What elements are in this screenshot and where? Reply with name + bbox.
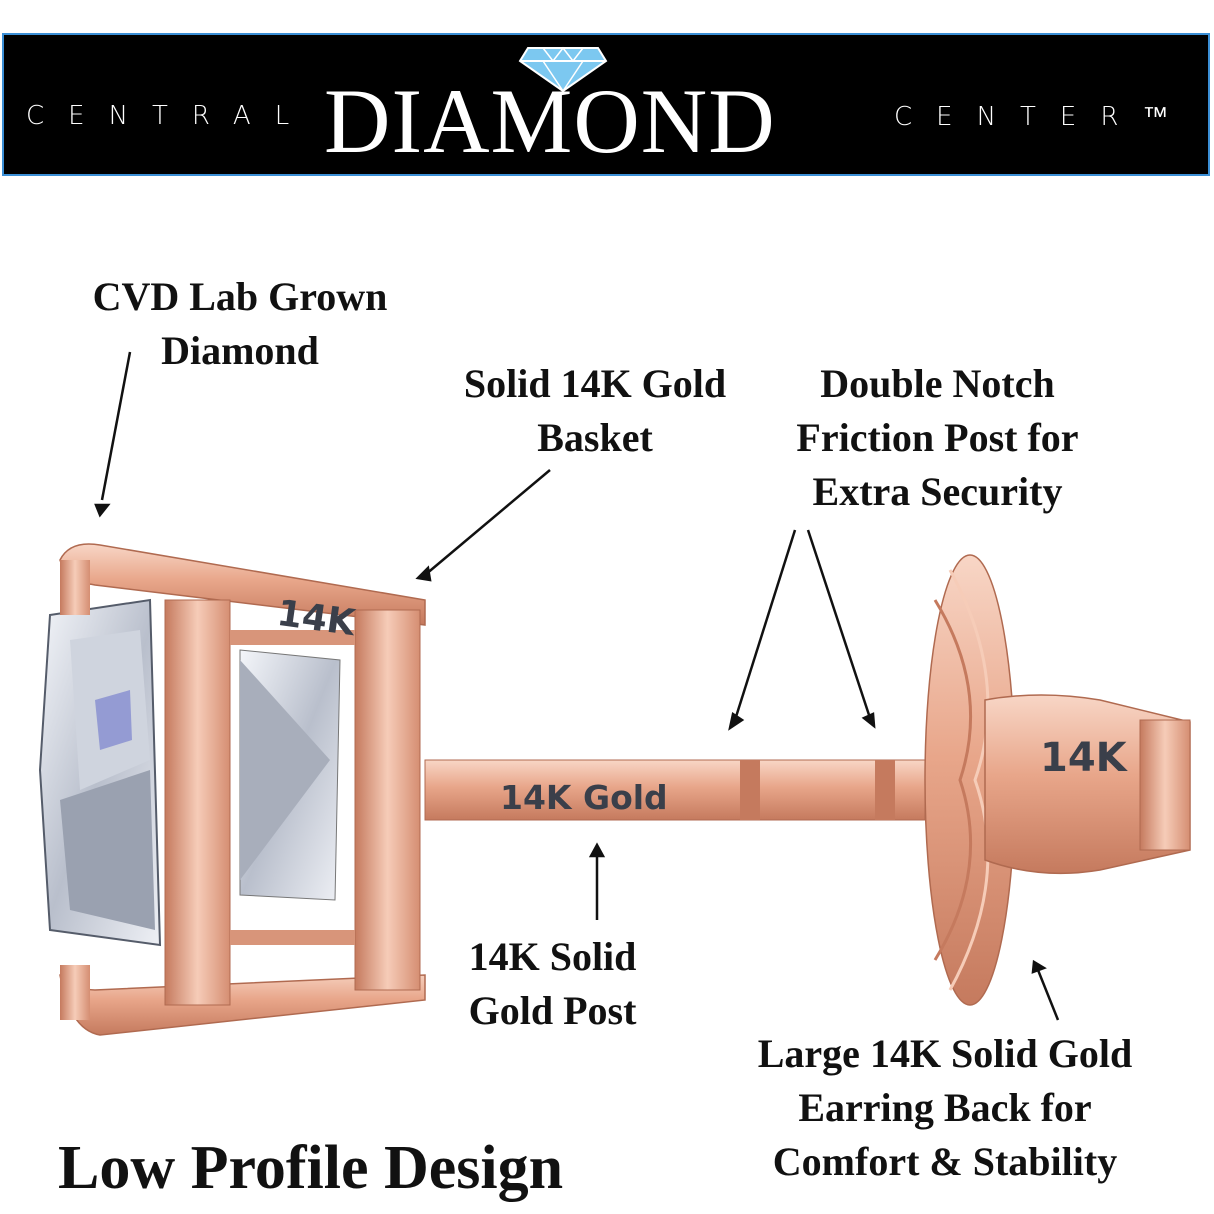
diamond-logo-icon (518, 46, 608, 93)
post-stamp: 14K Gold (500, 778, 668, 817)
callout-arrows (94, 351, 1060, 1021)
diamond-stone (38, 598, 341, 947)
back-stamp: 14K (1040, 735, 1127, 781)
brand-main-word: DIAMOND (324, 70, 776, 172)
brand-left-word: CENTRAL (26, 101, 314, 131)
diamond-label: CVD Lab Grown Diamond (92, 274, 388, 373)
gold-basket (59, 543, 426, 1036)
headline: Low Profile Design (58, 1134, 564, 1202)
post-notch-label: Double Notch Friction Post for Extra Sec… (796, 361, 1079, 514)
brand-right-word: CENTER™ (894, 102, 1193, 132)
brand-banner: CENTRAL DIAMOND CENTER™ (2, 33, 1210, 176)
post-label: 14K Solid Gold Post (468, 934, 637, 1033)
basket-label: Solid 14K Gold Basket (463, 361, 727, 460)
earring-back (924, 554, 1191, 1006)
back-label: Large 14K Solid Gold Earring Back for Co… (757, 1031, 1133, 1184)
gold-post (424, 759, 926, 821)
